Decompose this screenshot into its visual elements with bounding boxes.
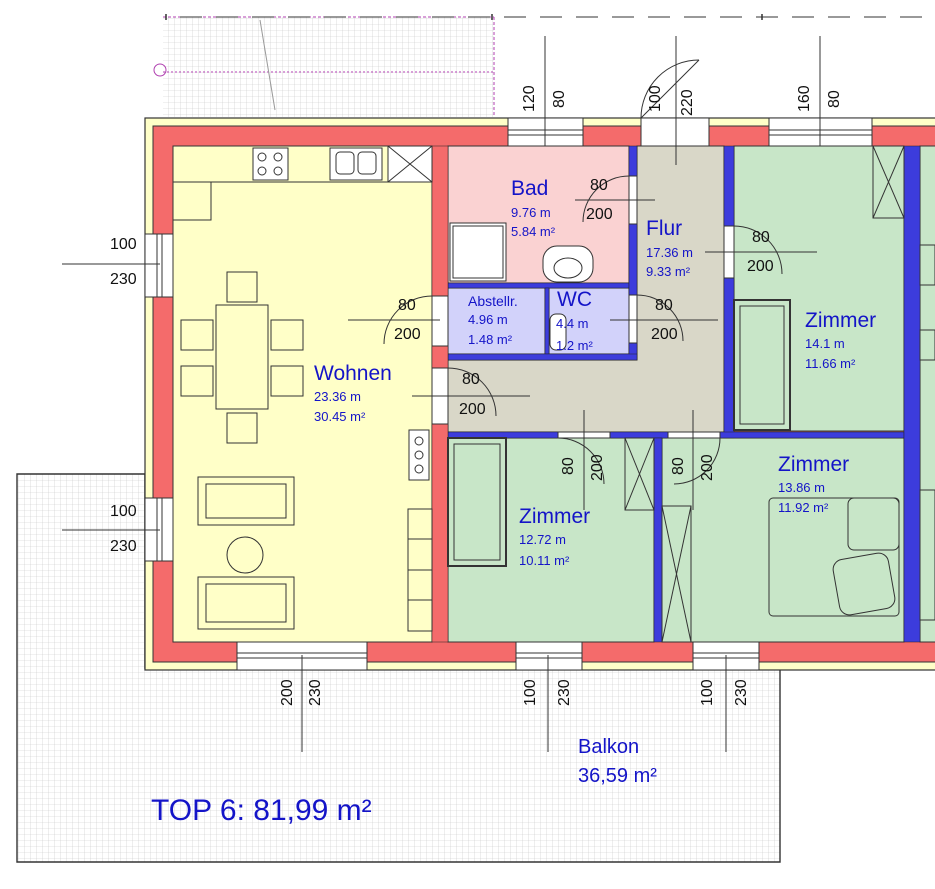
dim-wc-door-width: 80 (655, 297, 673, 314)
dim-wc-door-height: 200 (651, 326, 678, 343)
dim-zimmer3-door-width: 80 (670, 457, 687, 475)
dim-bottom-right-door-width: 100 (699, 679, 716, 706)
balkon-name: Balkon (578, 736, 640, 758)
room-area-abstellraum: 1.48 m² (468, 332, 513, 347)
room-name-abstellraum: Abstellr. (468, 293, 518, 309)
dim-left-upper-window-width: 100 (110, 236, 137, 253)
dim-top-window-width: 120 (521, 85, 538, 112)
bath-fixtures (449, 222, 594, 351)
dim-zimmer2-door-height: 200 (589, 454, 606, 481)
dim-bottom-mid-door-width: 100 (522, 679, 539, 706)
dim-bottom-left-door-width: 200 (279, 679, 296, 706)
abstell-room (447, 287, 546, 355)
room-perimeter-zimmer3: 13.86 m (778, 480, 825, 495)
dim-zimmer1-door-height: 200 (747, 258, 774, 275)
dim-left-lower-window-width: 100 (110, 503, 137, 520)
room-area-wohnen: 30.45 m² (314, 409, 366, 424)
dim-abstell-door-height: 200 (394, 326, 421, 343)
dim-wohnen-door-height: 200 (459, 401, 486, 418)
room-area-flur: 9.33 m² (646, 264, 691, 279)
dim-zimmer2-door-width: 80 (560, 457, 577, 475)
dim-entrance-width: 100 (647, 85, 664, 112)
room-area-zimmer1: 11.66 m² (805, 356, 856, 371)
upper-stair-area (153, 14, 935, 117)
bedroom-furniture (447, 145, 935, 643)
room-name-wc: WC (557, 288, 592, 311)
dim-bad-door-height: 200 (586, 206, 613, 223)
dim-left-lower-window-height: 230 (110, 538, 137, 555)
room-area-bad: 5.84 m² (511, 224, 556, 239)
dim-top-right-window-width: 160 (796, 85, 813, 112)
room-name-bad: Bad (511, 177, 549, 200)
dim-top-right-window-sill: 80 (826, 90, 843, 108)
furniture (172, 145, 433, 632)
dining-table (215, 304, 269, 410)
dim-top-window-sill: 80 (551, 90, 568, 108)
room-name-wohnen: Wohnen (314, 362, 392, 385)
room-name-zimmer2: Zimmer (519, 505, 591, 528)
room-perimeter-bad: 9.76 m (511, 205, 551, 220)
door-swings (383, 59, 783, 485)
room-perimeter-flur: 17.36 m (646, 245, 693, 260)
dim-bottom-right-door-height: 230 (733, 679, 750, 706)
dim-left-upper-window-height: 230 (110, 271, 137, 288)
dim-wohnen-door-width: 80 (462, 371, 480, 388)
dim-bottom-mid-door-height: 230 (556, 679, 573, 706)
room-name-zimmer1: Zimmer (805, 309, 877, 332)
room-name-flur: Flur (646, 217, 683, 240)
room-perimeter-abstellraum: 4.96 m (468, 312, 508, 327)
balkon-area: 36,59 m² (578, 765, 657, 787)
room-area-zimmer3: 11.92 m² (778, 500, 829, 515)
dim-zimmer1-door-width: 80 (752, 229, 770, 246)
room-perimeter-zimmer2: 12.72 m (519, 532, 566, 547)
dimension-lines (62, 36, 821, 752)
room-perimeter-wc: 4.4 m (556, 316, 589, 331)
room-area-zimmer2: 10.11 m² (519, 553, 570, 568)
room-area-wc: 1.2 m² (556, 338, 593, 353)
plan-title: TOP 6: 81,99 m² (151, 794, 372, 827)
dim-abstell-door-width: 80 (398, 297, 416, 314)
room-perimeter-zimmer1: 14.1 m (805, 336, 845, 351)
room-perimeter-wohnen: 23.36 m (314, 389, 361, 404)
dim-bottom-left-door-height: 230 (307, 679, 324, 706)
room-name-zimmer3: Zimmer (778, 453, 850, 476)
dim-zimmer3-door-height: 200 (699, 454, 716, 481)
dim-bad-door-width: 80 (590, 177, 608, 194)
dim-entrance-height: 220 (679, 89, 696, 116)
